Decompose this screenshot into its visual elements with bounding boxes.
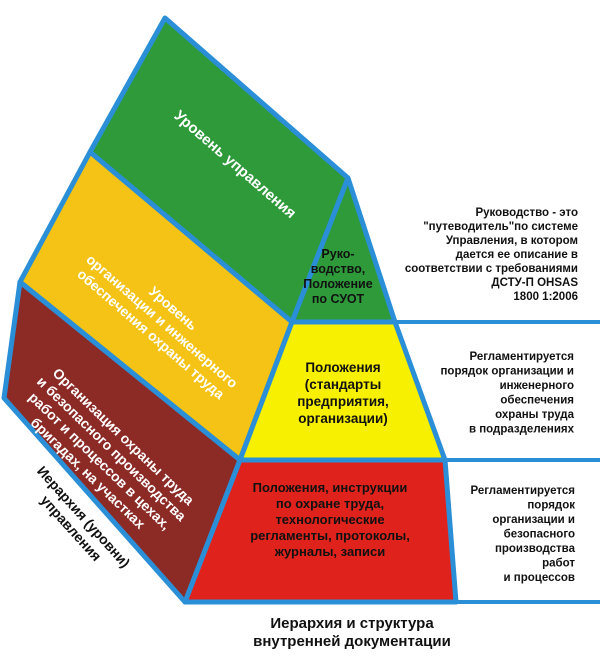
pyramid-bottom-line-4: регламенты, протоколы, <box>250 528 410 543</box>
description-middle-line-5: охраны труда <box>495 409 574 421</box>
pyramid-bottom-line-5: журналы, записи <box>274 544 385 559</box>
pyramid-middle-line-2: (стандарты <box>305 377 382 392</box>
description-bottom: Регламентируется порядок организации и безо… <box>471 485 576 584</box>
description-top-line-5: соответствии с требованиями <box>405 263 578 275</box>
pyramid-middle-label: Положения (стандарты предприятия, организац… <box>297 360 389 426</box>
description-bottom-line-7: и процессов <box>504 572 575 584</box>
description-top-line-3: Управления, в котором <box>446 235 578 247</box>
description-bottom-line-2: порядок <box>527 500 575 512</box>
description-middle: Регламентируется порядок организации и инж… <box>440 351 574 436</box>
description-top-line-4: дается ее описание в <box>456 249 578 261</box>
pyramid-middle-line-4: организации) <box>298 411 388 426</box>
pyramid-middle-line-3: предприятия, <box>297 394 389 409</box>
description-top-line-6: ДСТУ-П OHSAS <box>491 277 578 289</box>
description-bottom-line-3: организации и <box>492 514 575 526</box>
description-top-line-7: 1800 1:2006 <box>513 291 578 303</box>
description-middle-line-1: Регламентируется <box>470 351 574 363</box>
description-middle-line-6: в подразделениях <box>469 424 575 436</box>
description-middle-line-2: порядок организации и <box>440 366 574 378</box>
pyramid-top-line-2: водство, <box>311 262 365 276</box>
description-top: Руководство - это "путеводитель"по систем… <box>405 207 578 303</box>
axis-bottom-line-2: внутренней документации <box>253 633 451 650</box>
description-middle-line-3: инженерного <box>500 380 574 392</box>
description-top-line-2: "путеводитель"по системе <box>423 221 578 233</box>
pyramid-bottom-line-2: по охране труда, <box>276 496 384 511</box>
pyramid-middle-line-1: Положения <box>305 360 380 375</box>
axis-bottom-line-1: Иерархия и структура <box>270 615 434 632</box>
description-bottom-line-4: безопасного <box>504 529 575 541</box>
pyramid-top-line-4: по СУОТ <box>312 292 365 306</box>
description-bottom-line-5: производства <box>495 543 576 555</box>
pyramid-bottom-line-1: Положения, инструкции <box>253 480 408 495</box>
description-top-line-1: Руководство - это <box>475 207 578 219</box>
description-bottom-line-1: Регламентируется <box>471 485 575 497</box>
description-bottom-line-6: работ <box>542 558 575 570</box>
pyramid-top-line-1: Руко- <box>321 247 354 261</box>
pyramid-bottom-line-3: технологические <box>275 512 384 527</box>
description-middle-line-4: обеспечения <box>500 395 574 407</box>
pyramid-top-line-3: Положение <box>303 277 372 291</box>
